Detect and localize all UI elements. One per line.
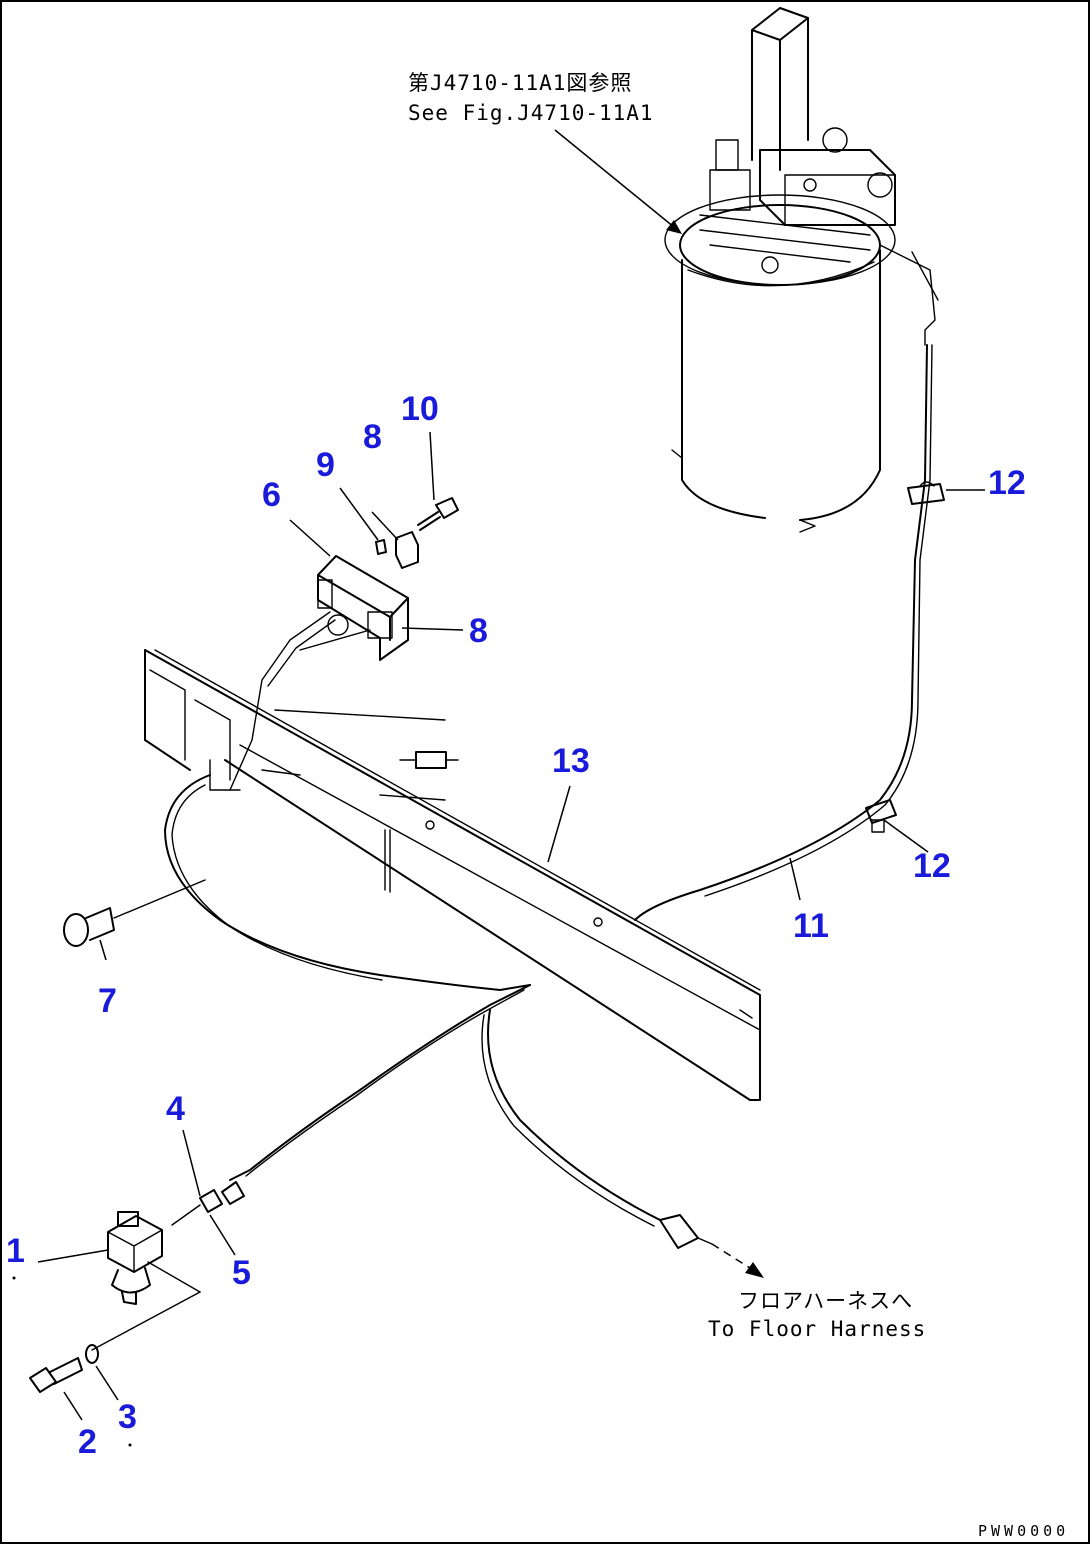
wiring-harness-lower [164, 774, 661, 1227]
callout-1: 1 [6, 1232, 25, 1270]
callout-11: 11 [793, 907, 829, 945]
tank-assembly [664, 7, 939, 533]
callout-3: 3 [118, 1398, 137, 1436]
callout-6: 6 [262, 476, 281, 514]
callout-12-upper: 12 [988, 464, 1026, 502]
bracket-13 [144, 649, 761, 1101]
callout-7: 7 [98, 982, 117, 1020]
floor-harness-note-en: To Floor Harness [708, 1317, 926, 1341]
floor-harness-connector [659, 1214, 713, 1249]
callout-10: 10 [401, 390, 439, 428]
controller-box-6 [229, 555, 409, 791]
bolt-7 [63, 879, 206, 947]
block-8 [395, 531, 419, 569]
stray-dot [12, 1276, 16, 1280]
floor-harness-arrow [711, 1243, 764, 1278]
callout-8-upper: 8 [363, 418, 382, 456]
mount-line [147, 1261, 201, 1293]
reference-note-jp: 第J4710-11A1図参照 [408, 71, 632, 95]
connector-4-5 [171, 1181, 245, 1226]
washer-3 [85, 1344, 99, 1364]
bolt-2 [29, 1357, 83, 1393]
stray-dot [128, 1443, 132, 1447]
callout-8-lower: 8 [469, 612, 488, 650]
bolt-10 [417, 497, 459, 531]
callout-leaders [37, 431, 985, 1421]
callout-13: 13 [552, 742, 590, 780]
connector-small [399, 751, 459, 769]
callout-12-lower: 12 [913, 847, 951, 885]
clip-12-lower [865, 799, 897, 833]
callout-2: 2 [78, 1423, 97, 1461]
reference-note-en: See Fig.J4710-11A1 [408, 101, 654, 125]
washer-line [91, 1291, 201, 1351]
sensor-1 [107, 1211, 163, 1305]
pin-9 [375, 539, 387, 555]
callout-4: 4 [166, 1090, 185, 1128]
callout-5: 5 [232, 1254, 251, 1292]
clip-12-upper [907, 481, 945, 505]
harness-11 [634, 344, 933, 921]
reference-leader-arrow [554, 129, 682, 234]
floor-harness-note-jp: フロアハーネスへ [738, 1289, 913, 1313]
drawing-code: PWW0000 [978, 1522, 1069, 1540]
callout-9: 9 [316, 446, 335, 484]
